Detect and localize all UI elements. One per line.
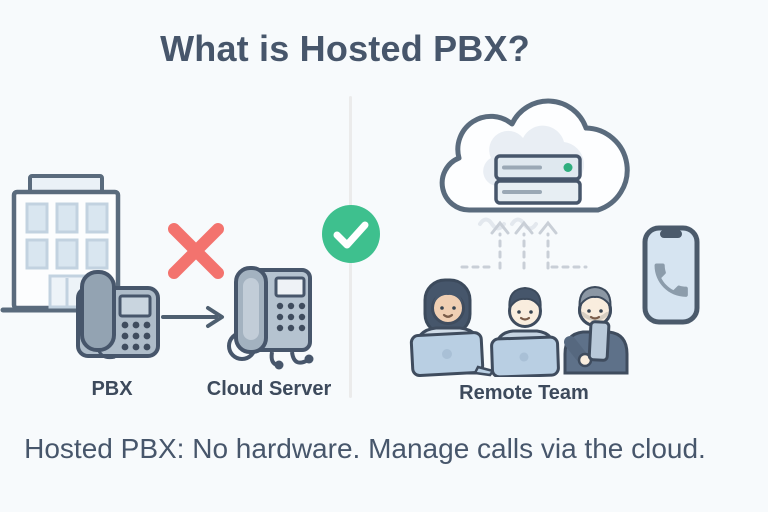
person-smartphone-icon <box>563 285 629 375</box>
cloud-server-icon <box>439 98 630 231</box>
desk-phone-icon <box>76 270 160 360</box>
remote-team-label: Remote Team <box>459 382 589 404</box>
smartphone-call-icon <box>642 225 700 325</box>
cloud-server-label: Cloud Server <box>206 378 332 400</box>
check-badge <box>322 205 380 263</box>
pbx-label: PBX <box>91 378 133 400</box>
check-icon <box>333 221 369 249</box>
wired-desk-phone-icon <box>227 266 314 370</box>
footer-caption: Hosted PBX: No hardware. Manage calls vi… <box>24 433 706 464</box>
page-title: What is Hosted PBX? <box>160 28 530 69</box>
uplink-dashed-arrows-icon <box>460 220 588 270</box>
cross-icon <box>168 223 224 279</box>
person-laptop-icon <box>409 278 496 377</box>
person-laptop-icon <box>490 286 560 377</box>
arrow-right-icon <box>161 306 224 328</box>
remote-team-illustration <box>409 278 629 377</box>
